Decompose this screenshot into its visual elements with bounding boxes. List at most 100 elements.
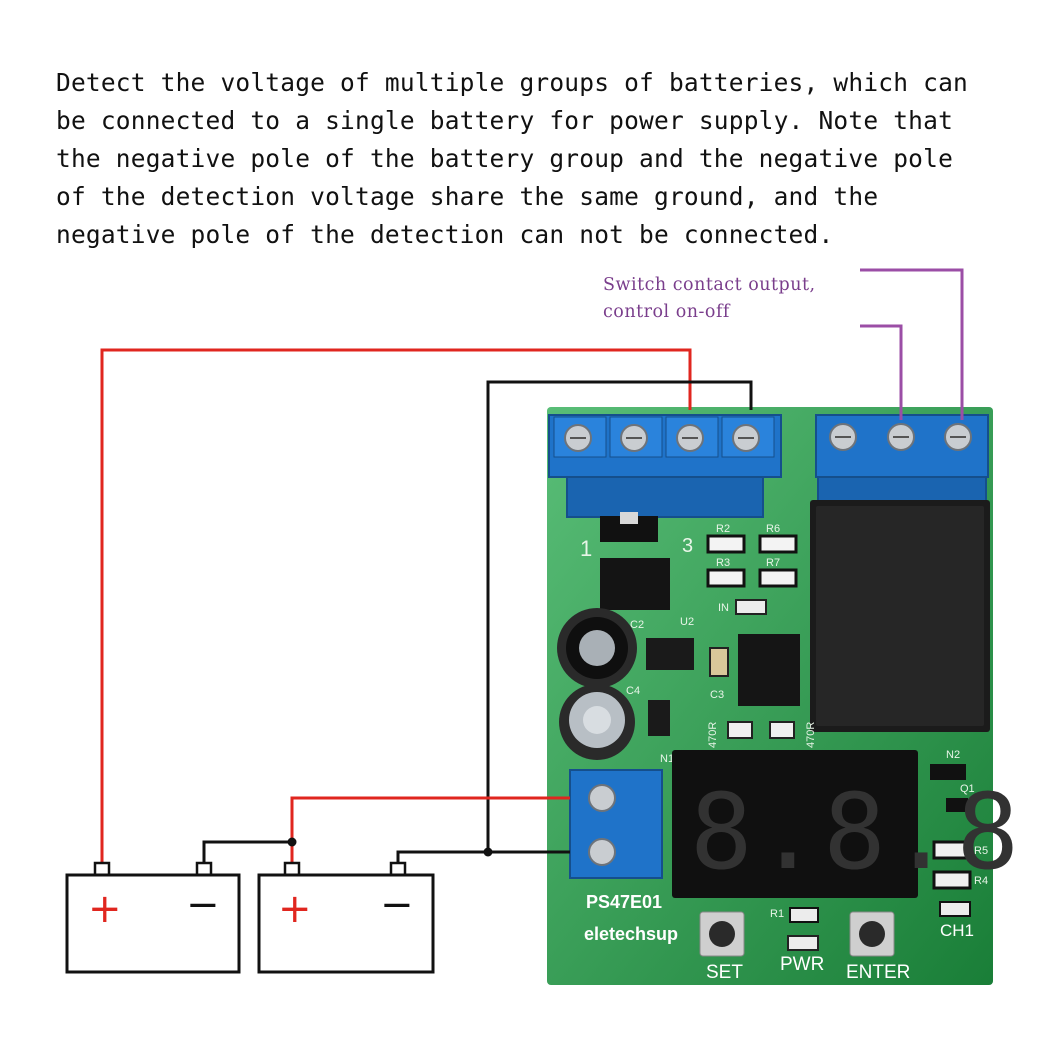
black-wire-detect-neg — [396, 850, 570, 865]
relay-terminal-block — [815, 414, 989, 502]
label-r4: R4 — [974, 875, 988, 887]
black-wire-series — [202, 840, 292, 865]
switch-output-annotation: Switch contact output, control on-off — [603, 272, 816, 326]
optocoupler — [600, 558, 670, 610]
screw-2 — [609, 416, 663, 458]
junction-dot-left — [287, 837, 297, 847]
annotation-line: Switch contact output, — [603, 275, 816, 295]
transistor-n2 — [930, 764, 966, 780]
model-label: PS47E01 — [586, 892, 662, 912]
set-label: SET — [706, 962, 743, 983]
silkscreen: R2 R6 R3 R7 IN C2 U2 C3 C4 N1 N2 Q1 R5 R… — [626, 523, 988, 920]
jumper-label-right: 3 — [682, 535, 693, 557]
detect-screw-2 — [588, 838, 616, 866]
purple-wire-inner — [860, 324, 903, 420]
jumper-cap — [620, 512, 638, 524]
led-pwr — [787, 935, 819, 951]
junction-dot-right — [483, 847, 493, 857]
purple-wire-outer — [860, 268, 964, 420]
description-line: of the detection voltage share the same … — [56, 182, 879, 211]
label-q1: Q1 — [960, 783, 975, 795]
screw-1 — [553, 416, 607, 458]
label-u2: U2 — [680, 616, 694, 628]
battery-2-body — [257, 873, 435, 974]
led-in — [735, 599, 767, 615]
label-r7: R7 — [766, 557, 780, 569]
battery-2: + − — [257, 861, 435, 974]
input-terminal-block — [548, 414, 782, 518]
ch1-label: CH1 — [940, 921, 974, 940]
jumper-label-left: 1 — [580, 536, 592, 561]
description-line: be connected to a single battery for pow… — [56, 106, 954, 135]
microcontroller — [738, 634, 800, 706]
enter-button-cap[interactable] — [859, 921, 885, 947]
relay-screw-3 — [944, 423, 972, 451]
battery-1-minus-post — [195, 861, 213, 877]
detect-terminal-block — [569, 769, 663, 879]
resistor-r2 — [706, 534, 746, 554]
capacitor-c4 — [559, 684, 635, 760]
relay-screw-1 — [829, 423, 857, 451]
relay-terminal-body — [817, 476, 987, 502]
resistor-r3 — [706, 568, 746, 588]
description-line: the negative pole of the battery group a… — [56, 144, 954, 173]
relay-face — [816, 506, 984, 726]
relay-screw-2 — [887, 423, 915, 451]
label-470r-a: 470R — [707, 722, 719, 748]
red-wire-main — [100, 348, 692, 865]
description-text: Detect the voltage of multiple groups of… — [56, 64, 1016, 254]
label-n2: N2 — [946, 749, 960, 761]
battery-1: + − — [65, 861, 241, 974]
battery-2-plus-sign: + — [278, 886, 312, 932]
detect-terminal-body — [569, 769, 663, 879]
label-r6: R6 — [766, 523, 780, 535]
battery-1-plus-post — [93, 861, 111, 877]
brand-label: eletechsup — [584, 924, 678, 944]
label-470r-b: 470R — [805, 722, 817, 748]
label-c4: C4 — [626, 685, 640, 697]
resistor-470r-a — [727, 721, 753, 739]
enter-label: ENTER — [846, 962, 910, 983]
capacitor-c2 — [557, 608, 637, 688]
label-r2: R2 — [716, 523, 730, 535]
led-ch1 — [939, 901, 971, 917]
seven-segment-display — [672, 750, 918, 898]
label-r5: R5 — [974, 845, 988, 857]
detect-screw-1 — [588, 784, 616, 812]
battery-1-plus-sign: + — [88, 886, 122, 932]
set-button-cap[interactable] — [709, 921, 735, 947]
resistor-r4 — [932, 870, 972, 890]
display-readout: 8.8.8 — [690, 771, 1023, 893]
label-r1: R1 — [770, 908, 784, 920]
battery-2-minus-sign: − — [380, 882, 414, 928]
label-c2: C2 — [630, 619, 644, 631]
board-labels: PS47E01 eletechsup SET PWR ENTER CH1 — [584, 892, 974, 983]
description-line: Detect the voltage of multiple groups of… — [56, 68, 968, 97]
screw-3 — [665, 416, 719, 458]
pwr-label: PWR — [780, 954, 824, 975]
annotation-line: control on-off — [603, 302, 730, 322]
transistor-q1 — [946, 798, 968, 812]
terminal-body — [566, 476, 764, 518]
resistor-r1 — [789, 907, 819, 923]
description-line: negative pole of the detection can not b… — [56, 220, 834, 249]
resistor-r7 — [758, 568, 798, 588]
label-r3: R3 — [716, 557, 730, 569]
label-n1: N1 — [660, 753, 674, 765]
black-wire-ground — [486, 380, 753, 852]
resistor-r5 — [932, 840, 972, 860]
resistor-r6 — [758, 534, 798, 554]
label-c3: C3 — [710, 689, 724, 701]
label-in: IN — [718, 602, 729, 614]
diode — [648, 700, 670, 736]
resistor-470r-b — [769, 721, 795, 739]
red-wire-detect — [290, 796, 570, 865]
screw-4 — [721, 416, 775, 458]
relay-module-board: 1 3 R2 R6 R3 R7 — [547, 407, 1023, 985]
battery-1-body — [65, 873, 241, 974]
battery-1-minus-sign: − — [186, 882, 220, 928]
battery-2-minus-post — [389, 861, 407, 877]
battery-2-plus-post — [283, 861, 301, 877]
capacitor-c3 — [709, 647, 729, 677]
